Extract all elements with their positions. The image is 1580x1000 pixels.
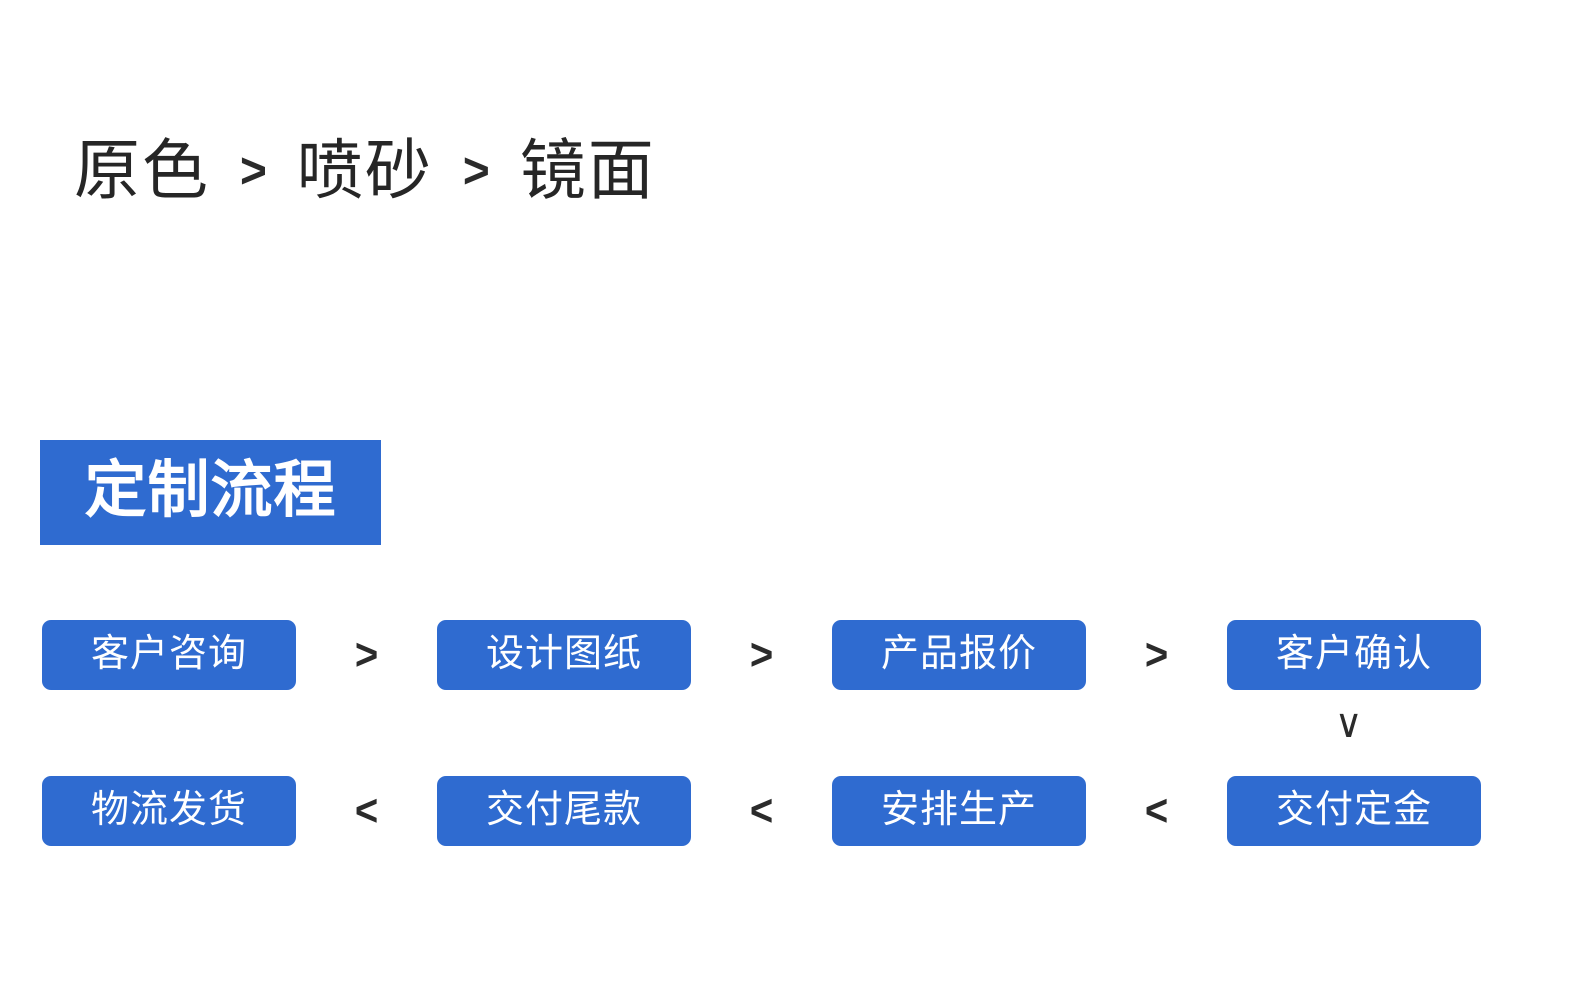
flow-step-customer-confirmation[interactable]: 客户确认 — [1227, 620, 1481, 690]
flow-arrow-right-1-icon: > — [354, 630, 379, 680]
surface-finish-row: 原色 > 喷砂 > 镜面 — [74, 120, 656, 220]
flow-row-bottom: 物流发货 < 交付尾款 < 安排生产 < 交付定金 — [42, 776, 1482, 846]
flow-step-final-payment[interactable]: 交付尾款 — [437, 776, 691, 846]
flow-arrow-right-3-icon: > — [1144, 630, 1169, 680]
finish-arrow-1-icon: > — [240, 141, 267, 199]
flow-step-label: 安排生产 — [880, 789, 1037, 831]
flow-arrow-left-1-icon: < — [354, 786, 379, 836]
section-title-badge: 定制流程 — [40, 440, 381, 545]
section-title-label: 定制流程 — [84, 455, 337, 525]
flow-arrow-right-2-icon: > — [749, 630, 774, 680]
flow-step-label: 产品报价 — [880, 633, 1037, 675]
flow-arrow-left-2-icon: < — [749, 786, 774, 836]
finish-arrow-2-icon: > — [462, 141, 490, 199]
flow-step-label: 交付定金 — [1275, 789, 1432, 831]
flow-step-logistics-shipping[interactable]: 物流发货 — [42, 776, 296, 846]
flow-arrow-left-3-icon: < — [1144, 786, 1169, 836]
custom-process-flow: 客户咨询 > 设计图纸 > 产品报价 > 客户确认 物流发货 < 交付尾款 < … — [42, 620, 1482, 846]
flow-step-label: 交付尾款 — [485, 789, 642, 831]
flow-step-label: 客户确认 — [1275, 633, 1432, 675]
finish-option-yuanse: 原色 — [74, 133, 210, 207]
finish-option-jingmian: 镜面 — [519, 133, 656, 207]
flow-step-label: 物流发货 — [90, 789, 247, 831]
flow-step-label: 设计图纸 — [485, 633, 642, 675]
flow-step-arrange-production[interactable]: 安排生产 — [832, 776, 1086, 846]
flow-step-product-quotation[interactable]: 产品报价 — [832, 620, 1086, 690]
finish-option-pensha: 喷砂 — [296, 133, 433, 207]
flow-step-deposit-payment[interactable]: 交付定金 — [1227, 776, 1481, 846]
flow-row-top: 客户咨询 > 设计图纸 > 产品报价 > 客户确认 — [42, 620, 1482, 690]
flow-step-customer-inquiry[interactable]: 客户咨询 — [42, 620, 296, 690]
flow-step-design-drawing[interactable]: 设计图纸 — [437, 620, 691, 690]
flow-step-label: 客户咨询 — [90, 633, 247, 675]
